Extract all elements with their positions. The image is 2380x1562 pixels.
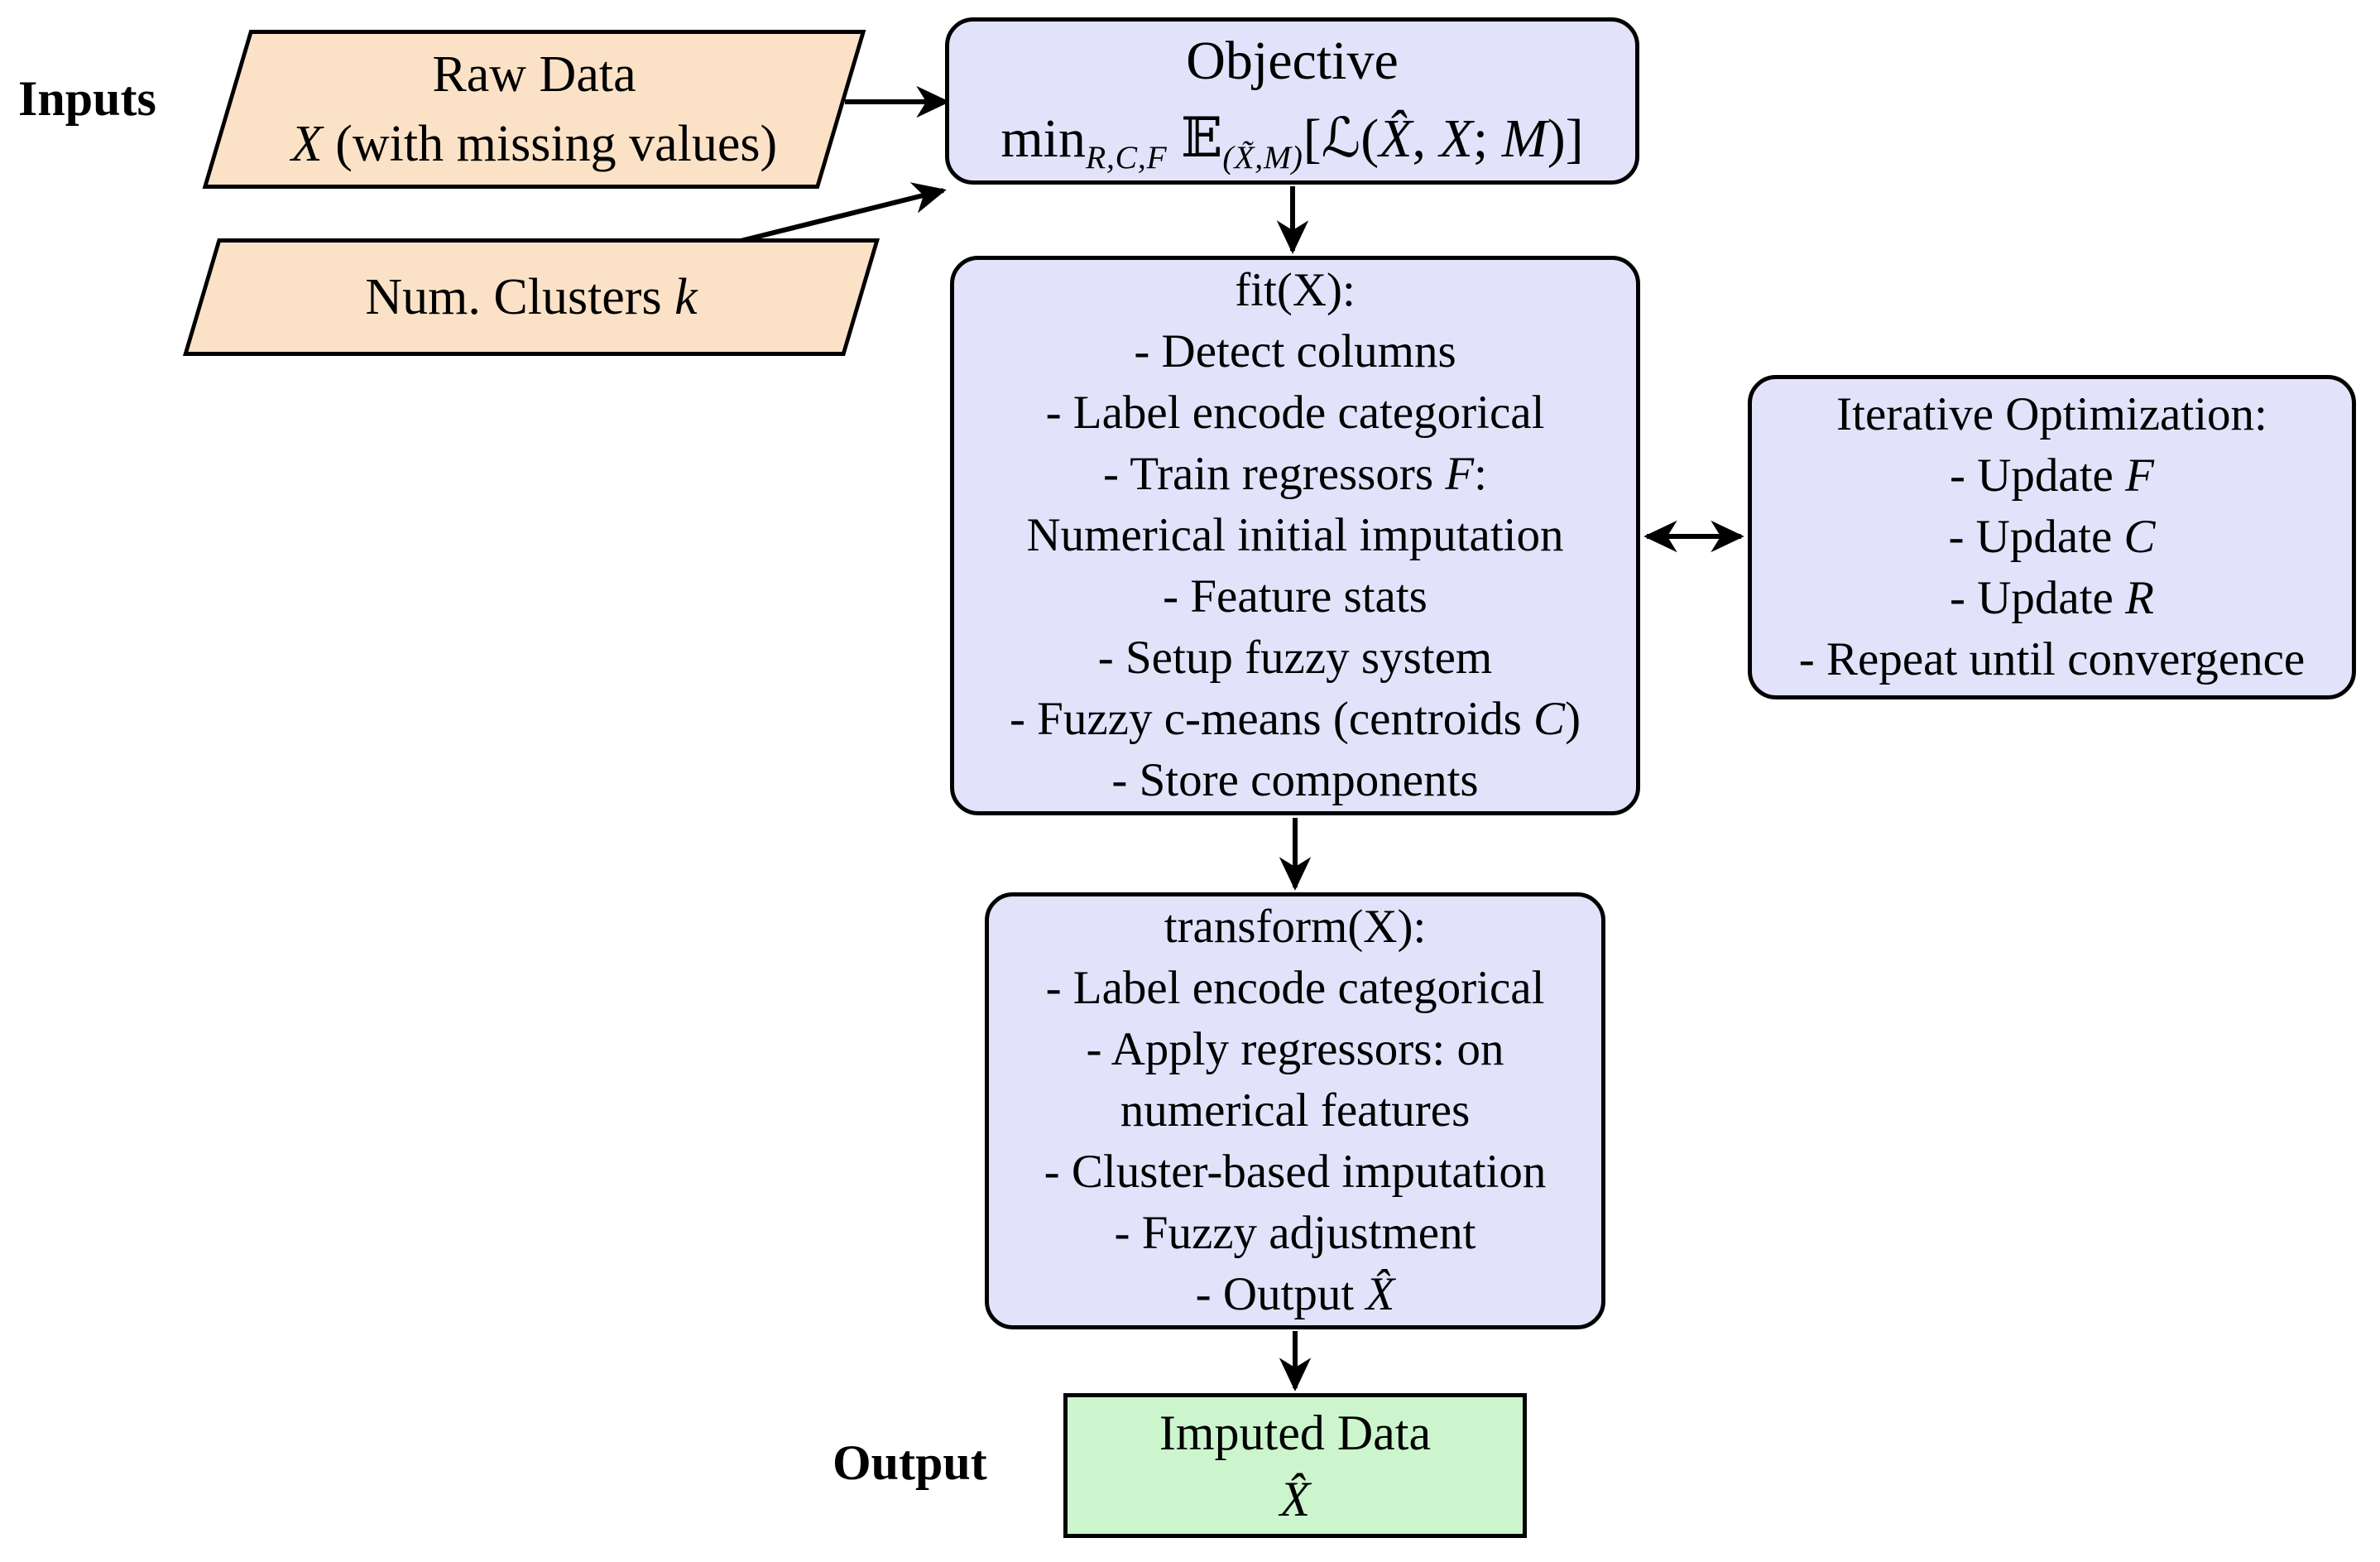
math-var: C (1533, 693, 1566, 745)
text-segment: Num. Clusters (365, 269, 675, 325)
math-var: R,C,F (1086, 139, 1168, 176)
text-segment: - Update (1950, 572, 2126, 624)
num-clusters-text: Num. Clusters k (200, 238, 862, 356)
text-line: - Fuzzy adjustment (1115, 1203, 1476, 1264)
math-var: X̂ (1365, 1268, 1395, 1320)
text-line: Numerical initial imputation (1026, 505, 1563, 566)
iterative-optimization-node: Iterative Optimization:- Update F- Updat… (1748, 375, 2356, 699)
math-var: (X̃,M) (1222, 139, 1303, 176)
text-segment: : (1474, 448, 1487, 500)
text-segment: ) (1565, 693, 1581, 745)
text-segment: Iterative Optimization: (1836, 388, 2267, 440)
arrow-numclusters-to-objective (740, 182, 947, 243)
fit-node: fit(X): - Detect columns - Label encode ca… (950, 256, 1640, 815)
text-line: - Cluster-based imputation (1044, 1141, 1547, 1203)
text-line: X̂ (1280, 1466, 1311, 1532)
text-segment: - Apply regressors: on (1086, 1023, 1504, 1075)
text-segment: - Output (1195, 1268, 1366, 1320)
text-line: - Detect columns (1134, 321, 1456, 382)
math-var: C (2123, 511, 2156, 563)
math-var: X (1439, 108, 1473, 169)
text-segment: (with missing values) (322, 116, 778, 172)
text-segment: - Fuzzy c-means (centroids (1009, 693, 1534, 745)
text-line: - Repeat until convergence (1799, 629, 2305, 690)
text-segment: 𝔼 (1167, 108, 1223, 169)
text-segment: Imputed Data (1159, 1405, 1432, 1460)
text-segment: - Feature stats (1163, 570, 1428, 622)
text-segment: - Cluster-based imputation (1044, 1146, 1547, 1198)
text-line: - Feature stats (1163, 566, 1428, 627)
text-segment: - Label encode categorical (1045, 387, 1545, 439)
math-var: F (2125, 449, 2154, 502)
text-line: - Train regressors F: (1103, 444, 1487, 505)
math-var: F (1445, 448, 1475, 500)
text-segment: - Train regressors (1103, 448, 1446, 500)
text-line: - Label encode categorical (1046, 382, 1545, 444)
num-clusters-node: Num. Clusters k (182, 238, 881, 356)
text-line: - Fuzzy c-means (centroids C) (1010, 689, 1581, 750)
text-line: X (with missing values) (291, 109, 777, 179)
text-segment: - Update (1950, 449, 2126, 502)
text-line: - Label encode categorical (1046, 958, 1545, 1019)
text-segment: Raw Data (432, 46, 636, 103)
text-segment: Numerical initial imputation (1026, 509, 1564, 561)
math-var: X (290, 116, 323, 172)
text-line: - Output X̂ (1196, 1264, 1395, 1325)
text-segment: ; (1472, 108, 1502, 169)
text-segment: )] (1547, 108, 1584, 169)
math-var: M (1501, 108, 1547, 169)
text-line: Objective (1186, 23, 1399, 99)
text-segment: - Fuzzy adjustment (1114, 1207, 1476, 1259)
inputs-label: Inputs (18, 71, 156, 126)
text-line: - Apply regressors: on (1086, 1019, 1504, 1080)
objective-node: Objective minR,C,F 𝔼(X̃,M)[ℒ(X̂, X; M)] (945, 17, 1639, 185)
text-line: - Update F (1950, 445, 2154, 507)
text-line: fit(X): (1235, 260, 1356, 321)
text-segment: - Detect columns (1134, 325, 1456, 377)
text-segment: numerical features (1120, 1084, 1471, 1137)
text-segment: Objective (1186, 31, 1399, 91)
text-segment: - Store components (1111, 754, 1479, 806)
text-line: Imputed Data (1159, 1400, 1431, 1466)
text-line: - Update R (1950, 568, 2154, 629)
text-segment: - Repeat until convergence (1798, 633, 2306, 685)
text-segment: - Update (1948, 511, 2124, 563)
text-line: - Setup fuzzy system (1098, 627, 1492, 689)
text-segment: , (1412, 108, 1440, 169)
math-var: k (674, 269, 698, 325)
output-label: Output (833, 1435, 987, 1490)
text-segment: - Setup fuzzy system (1097, 632, 1493, 684)
text-segment: - Label encode categorical (1045, 962, 1545, 1014)
text-segment: [ℒ( (1303, 108, 1380, 169)
text-segment: transform(X): (1164, 901, 1427, 953)
text-line: Num. Clusters k (365, 262, 697, 332)
text-segment: fit(X): (1235, 264, 1356, 316)
math-var: X̂ (1279, 1471, 1311, 1526)
text-line: - Update C (1948, 507, 2155, 568)
math-var: X̂ (1379, 108, 1413, 169)
transform-node: transform(X): - Label encode categorical -… (985, 892, 1605, 1329)
text-line: - Store components (1111, 750, 1478, 811)
text-line: numerical features (1120, 1080, 1471, 1141)
text-line: transform(X): (1164, 896, 1427, 958)
text-segment: min (1000, 108, 1087, 169)
math-var: R (2125, 572, 2154, 624)
text-line: minR,C,F 𝔼(X̃,M)[ℒ(X̂, X; M)] (1000, 99, 1583, 179)
text-line: Raw Data (432, 40, 636, 109)
text-line: Iterative Optimization: (1836, 384, 2267, 445)
